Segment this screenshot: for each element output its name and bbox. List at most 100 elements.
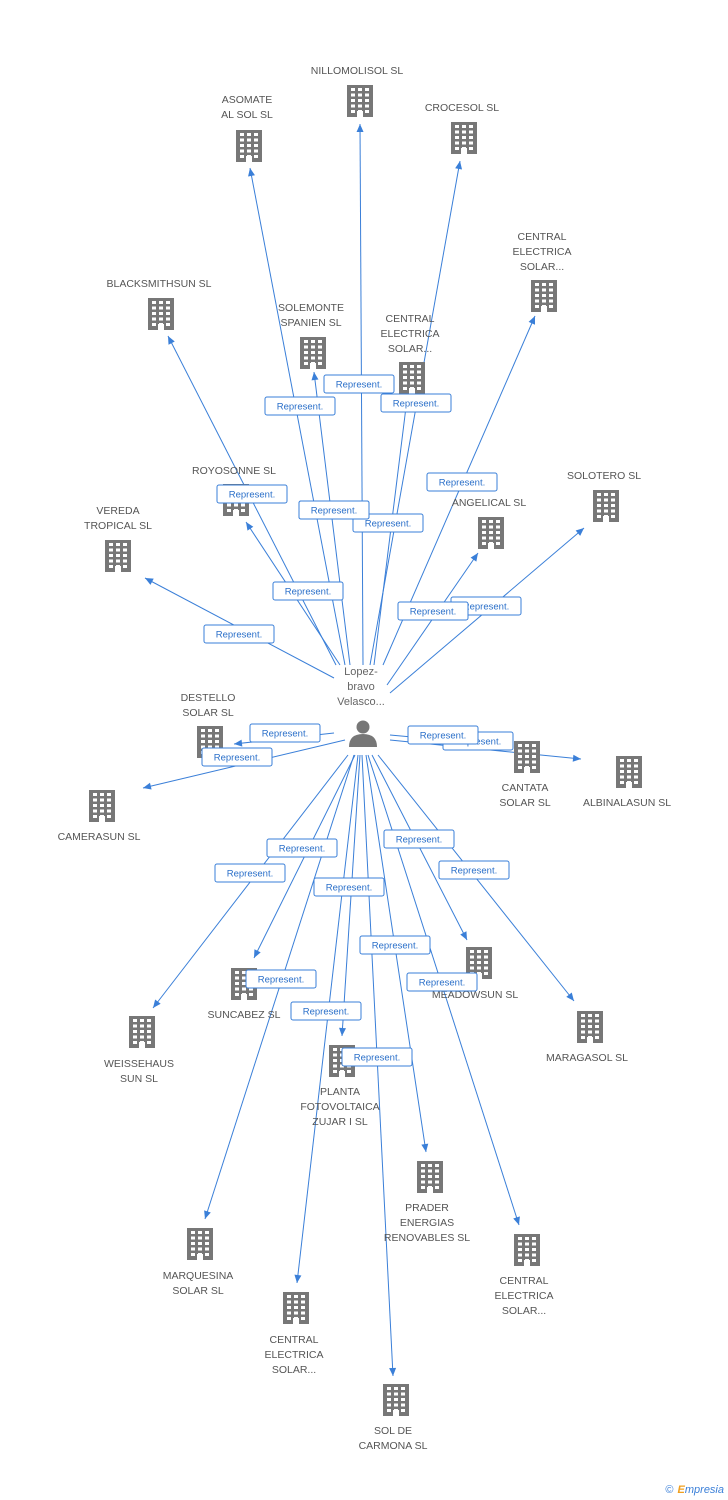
nillomolisol-edge-label[interactable]: Represent. [298,500,370,520]
edge-labels-layer: Represent. Represent. Represent. Represent.… [201,374,522,1067]
angelical-arrowhead [470,553,478,562]
edge-label-text: Represent. [279,844,325,855]
solemonte-arrowhead [311,372,319,381]
footer-brand[interactable]: ©Empresia [665,1484,724,1496]
central2-building-icon [399,362,425,394]
royosonne-arrowhead [246,522,254,531]
edge-label-text: Represent. [214,753,260,764]
central3-arrowhead [294,1274,302,1283]
solcarmona-edge-label[interactable]: Represent. [290,1001,362,1021]
edge-label-text: Represent. [365,519,411,530]
edge-label-text: Represent. [393,399,439,410]
vereda-building-icon [105,540,131,572]
marquesina-edge-label[interactable]: Represent. [245,969,317,989]
royosonne-label: ROYOSONNE SL [192,465,276,477]
vereda-edge-label[interactable]: Represent. [203,624,275,644]
edge-label-text: Represent. [277,402,323,413]
blacksmithsun-edge-label[interactable]: Represent. [216,484,288,504]
maragasol-label: MARAGASOL SL [546,1052,628,1064]
prader-edge-label[interactable]: Represent. [406,972,478,992]
edge-label-text: Represent. [326,883,372,894]
central4-building-icon [514,1234,540,1266]
edge-label-text: Represent. [463,602,509,613]
angelical-building-icon [478,517,504,549]
nillomolisol-label: NILLOMOLISOL SL [311,65,404,77]
edge-label-text: Represent. [229,490,275,501]
weissehaus-edge-label[interactable]: Represent. [214,863,286,883]
nillomolisol-arrowhead [356,124,364,133]
copyright-icon: © [665,1484,674,1496]
central4-arrowhead [513,1216,520,1225]
edge-label-text: Represent. [258,975,304,986]
extra-0-edge-label[interactable]: Represent. [272,581,344,601]
planta-edge-label[interactable]: Represent. [341,1047,413,1067]
camerasun-building-icon [89,790,115,822]
edge-label-text: Represent. [262,729,308,740]
suncabez-label: SUNCABEZ SL [208,1009,281,1021]
crocesol-building-icon [451,122,477,154]
meadowsun-arrowhead [460,931,467,940]
camerasun-edge-label[interactable]: Represent. [201,747,273,767]
marquesina-arrowhead [204,1210,211,1219]
camerasun-arrowhead [143,782,152,790]
crocesol-edge-label[interactable]: Represent. [380,393,452,413]
solotero-arrowhead [575,528,584,536]
central1-edge-label[interactable]: Represent. [426,472,498,492]
solotero-label: SOLOTERO SL [567,470,641,482]
destello-edge-label[interactable]: Represent. [249,723,321,743]
marquesina-building-icon [187,1228,213,1260]
central1-building-icon [531,280,557,312]
nillomolisol-building-icon [347,85,373,117]
weissehaus-building-icon [129,1016,155,1048]
asomate-edge-label[interactable]: Represent. [264,396,336,416]
vereda-arrowhead [145,578,154,585]
central3-building-icon [283,1292,309,1324]
edge-label-text: Represent. [396,835,442,846]
crocesol-edge [369,160,461,666]
central3-edge-label[interactable]: Represent. [313,877,385,897]
central2-edge-label[interactable]: Represent. [352,513,424,533]
edge-label-text: Represent. [354,1053,400,1064]
weissehaus-arrowhead [153,999,161,1008]
angelical-label: ANGELICAL SL [452,497,526,509]
cantata-building-icon [514,741,540,773]
maragasol-arrowhead [566,992,574,1001]
person-icon [349,720,377,747]
suncabez-edge-label[interactable]: Represent. [266,838,338,858]
nillomolisol-edge [359,123,364,666]
albinalasun-arrowhead [572,754,581,762]
edge-label-text: Represent. [420,731,466,742]
edge-label-text: Represent. [216,630,262,641]
central4-edge-label[interactable]: Represent. [359,935,431,955]
edge-label-text: Represent. [439,478,485,489]
albinalasun-edge-label[interactable]: Represent. [407,725,479,745]
edge-label-text: Represent. [311,506,357,517]
angelical-edge-label[interactable]: Represent. [397,601,469,621]
meadowsun-edge-label[interactable]: Represent. [383,829,455,849]
brand-logo-text: mpresia [684,1484,724,1496]
solemonte-edge-label[interactable]: Represent. [323,374,395,394]
suncabez-arrowhead [254,949,261,958]
prader-arrowhead [421,1143,429,1152]
edge-label-text: Represent. [285,587,331,598]
brand-logo-initial: E [677,1484,685,1496]
crocesol-label: CROCESOL SL [425,102,499,114]
maragasol-edge-label[interactable]: Represent. [438,860,510,880]
edge-label-text: Represent. [336,380,382,391]
edge-label-text: Represent. [451,866,497,877]
meadowsun-label: MEADOWSUN SL [432,989,519,1001]
edge-label-text: Represent. [410,607,456,618]
